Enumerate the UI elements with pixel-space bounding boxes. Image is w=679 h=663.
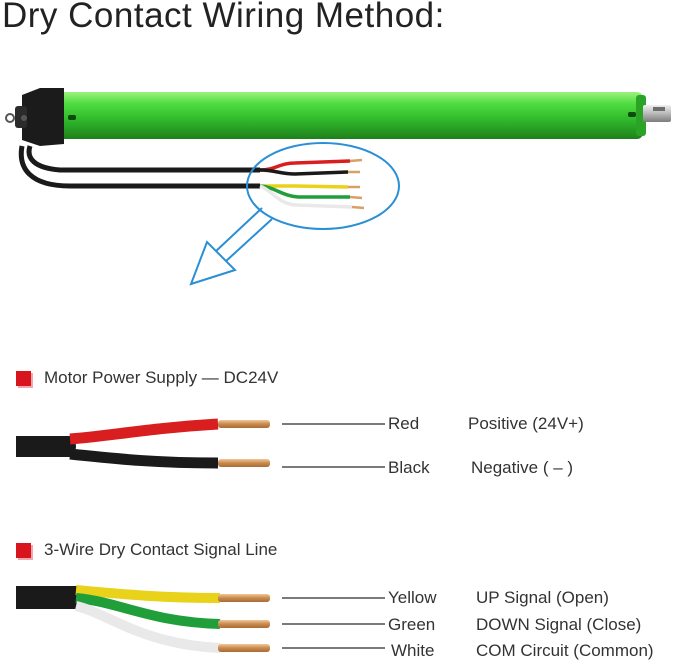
motor-head	[22, 88, 64, 146]
wire-desc-black: Negative ( – )	[471, 458, 574, 477]
motor-tube	[55, 92, 643, 139]
section-signal-header: 3-Wire Dry Contact Signal Line	[16, 540, 277, 560]
motor-illustration	[5, 88, 671, 210]
power-cable-illustration	[16, 418, 385, 469]
wire-desc-red: Positive (24V+)	[468, 414, 584, 433]
wire-name-yellow: Yellow	[388, 588, 437, 607]
wire-name-red: Red	[388, 414, 420, 433]
wire-name-green: Green	[388, 615, 436, 634]
wire-name-black: Black	[388, 458, 430, 477]
wire-desc-white: COM Circuit (Common)	[476, 641, 654, 660]
wire-name-white: White	[391, 641, 435, 660]
section-power-header: Motor Power Supply — DC24V	[16, 368, 278, 388]
callout-arrow-icon	[189, 142, 400, 286]
section-signal-label: 3-Wire Dry Contact Signal Line	[44, 540, 278, 559]
red-square-bullet-icon	[16, 542, 31, 558]
section-power-label: Motor Power Supply — DC24V	[44, 368, 279, 387]
red-square-bullet-icon	[16, 370, 31, 386]
wire-desc-green: DOWN Signal (Close)	[476, 615, 642, 634]
signal-cable-illustration	[16, 585, 385, 653]
wire-desc-yellow: UP Signal (Open)	[476, 588, 609, 607]
page-title: Dry Contact Wiring Method:	[2, 0, 445, 35]
